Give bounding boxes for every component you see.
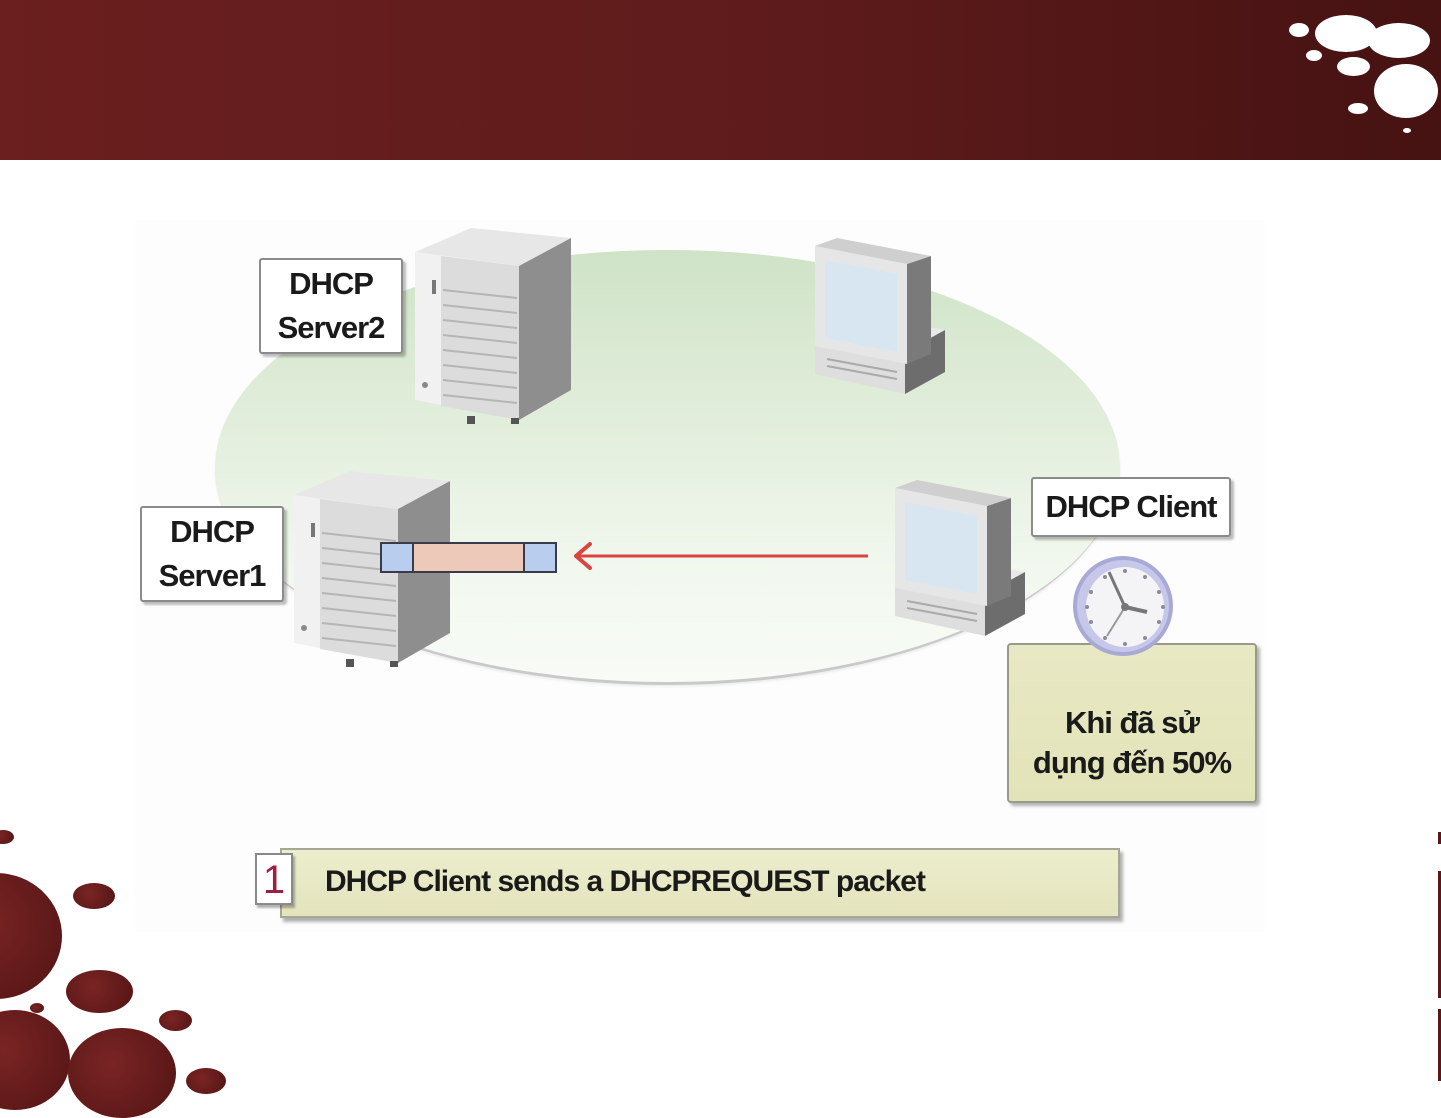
decor-bubble <box>66 970 133 1013</box>
header-bubble <box>1315 15 1377 52</box>
header-bubble <box>1306 50 1322 61</box>
decor-bubble <box>186 1068 226 1094</box>
dhcprequest-packet <box>380 542 557 573</box>
step-number-badge: 1 <box>255 853 293 905</box>
server2-label-line2: Server2 <box>271 306 391 350</box>
lease-note-text: Khi đã sử dụng đến 50% <box>1033 703 1231 783</box>
packet-header-segment <box>382 544 412 571</box>
server2-label-line1: DHCP <box>271 262 391 306</box>
packet-payload-segment <box>412 544 525 571</box>
slide-header-band <box>0 0 1441 160</box>
header-bubble <box>1337 57 1370 76</box>
client-label-text: DHCP Client <box>1045 489 1216 524</box>
header-bubble <box>1403 128 1411 133</box>
decor-bubble <box>0 1010 70 1110</box>
header-bubble <box>1289 23 1309 37</box>
decor-bubble <box>159 1010 192 1031</box>
lease-note-line1: Khi đã sử <box>1033 703 1231 743</box>
step-caption-text: DHCP Client sends a DHCPREQUEST packet <box>325 860 925 904</box>
server2-label: DHCP Server2 <box>259 258 403 354</box>
client-workstation-icon <box>887 476 1029 656</box>
decor-bubble <box>73 883 115 909</box>
header-bubble <box>1374 64 1438 118</box>
lease-note-line2: dụng đến 50% <box>1033 743 1231 783</box>
server1-label-line2: Server1 <box>152 554 272 598</box>
packet-trailer-segment <box>525 544 555 571</box>
server2-icon <box>411 220 576 425</box>
decor-bubble <box>0 873 62 999</box>
dhcp-diagram: DHCP Server2 DHCP Server1 <box>135 220 1265 932</box>
server1-label-line1: DHCP <box>152 510 272 554</box>
workstation-icon <box>807 234 949 414</box>
lease-note-box: Khi đã sử dụng đến 50% <box>1007 643 1257 803</box>
clock-icon <box>1065 550 1177 660</box>
decor-bubble <box>0 830 14 844</box>
client-label: DHCP Client <box>1031 477 1231 537</box>
header-bubble <box>1368 23 1430 58</box>
decor-bubble <box>30 1003 44 1013</box>
arrow-left-icon <box>570 538 870 578</box>
server1-label: DHCP Server1 <box>140 506 284 602</box>
header-bubble <box>1348 103 1368 114</box>
decor-bubble <box>68 1028 176 1118</box>
